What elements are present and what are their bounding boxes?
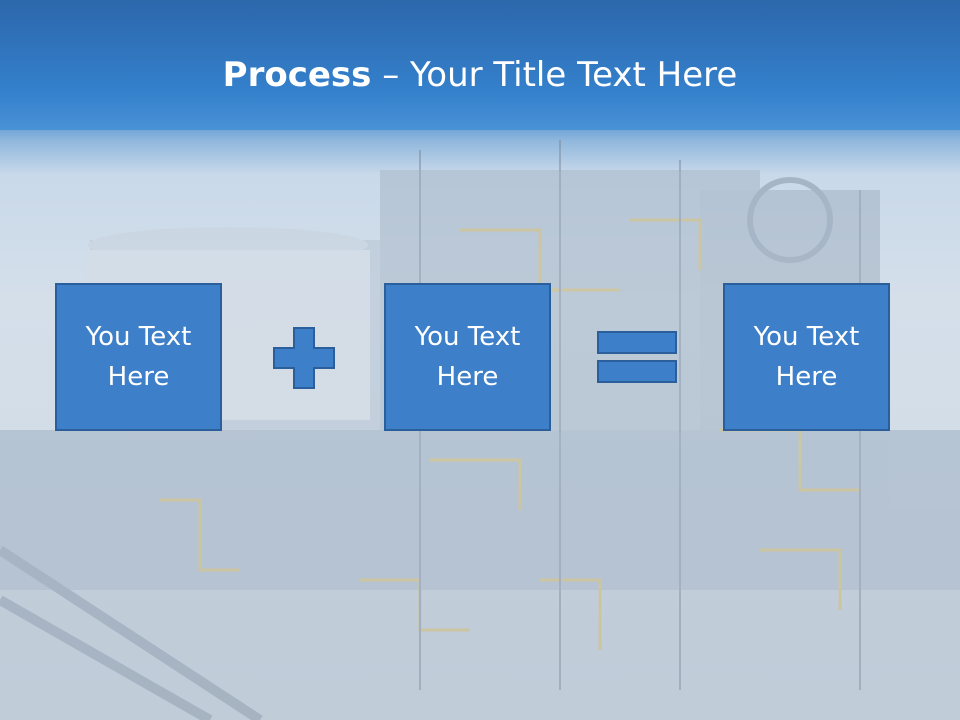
process-box-3-text: You Text Here bbox=[753, 322, 860, 392]
process-box-2[interactable]: You Text Here bbox=[384, 283, 551, 431]
title-dash: – bbox=[371, 55, 411, 95]
title-text: Your Title Text Here bbox=[410, 55, 738, 95]
process-box-1-text: You Text Here bbox=[85, 322, 192, 392]
header-band bbox=[0, 0, 960, 130]
process-box-2-text: You Text Here bbox=[414, 322, 521, 392]
slide-title: Process – Your Title Text Here bbox=[0, 50, 960, 100]
process-box-1[interactable]: You Text Here bbox=[55, 283, 222, 431]
plus-icon bbox=[273, 327, 335, 389]
industrial-plant-background bbox=[0, 140, 960, 720]
title-bold: Process bbox=[222, 55, 372, 95]
process-box-3[interactable]: You Text Here bbox=[723, 283, 890, 431]
equals-icon bbox=[597, 331, 677, 383]
